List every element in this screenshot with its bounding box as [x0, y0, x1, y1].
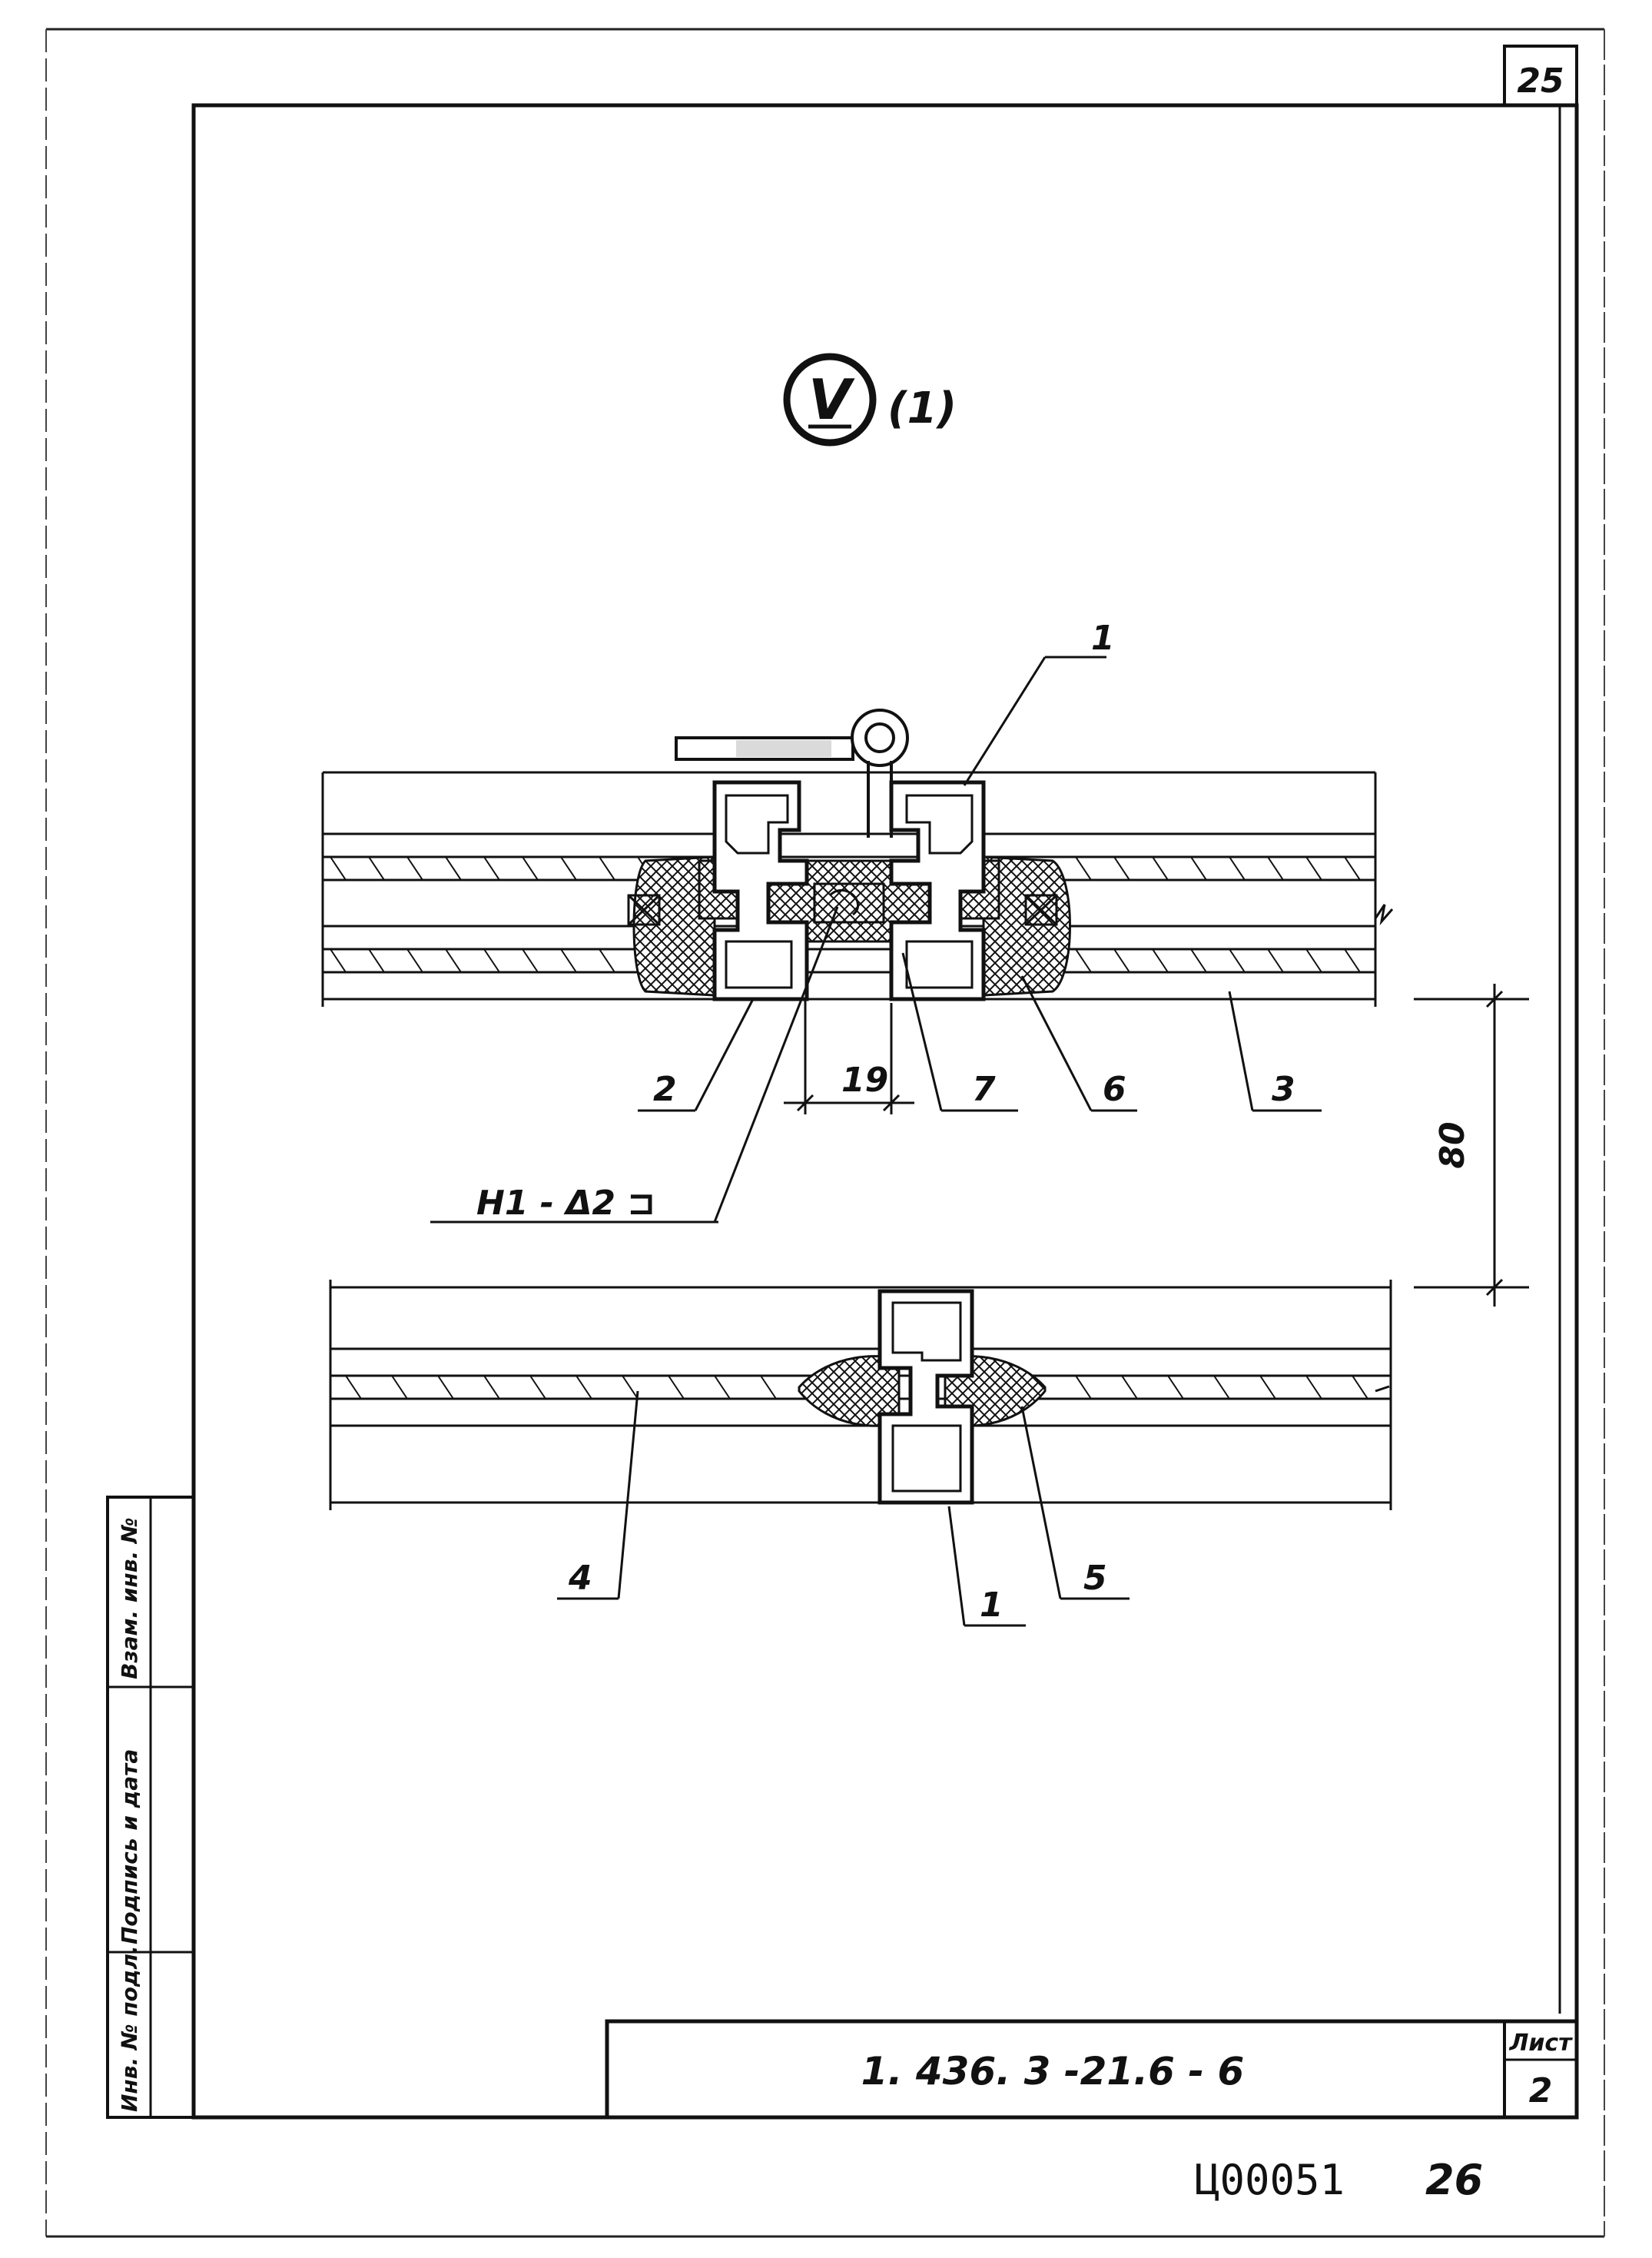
archive-stamp: Ц00051 26: [1195, 2156, 1483, 2204]
callout-7: 7: [972, 1070, 996, 1109]
corner-page-number: 25: [1517, 61, 1564, 101]
view-mark-letter: V: [808, 367, 855, 432]
stamp-replace-inv: Взам. инв. №: [117, 1517, 142, 1679]
inner-frame: [191, 103, 1579, 2120]
designation: 1. 436. 3 -21.6 - 6: [861, 2049, 1245, 2094]
archive-code: Ц00051: [1195, 2156, 1345, 2204]
callout-1-bottom: 1: [980, 1586, 1003, 1625]
dimension-80-text: 80: [1433, 1121, 1472, 1168]
view-mark: V (1): [783, 353, 957, 447]
list-number: 2: [1529, 2071, 1553, 2110]
callout-6: 6: [1103, 1070, 1126, 1109]
dimension-19: 19: [841, 1061, 888, 1100]
archive-page: 26: [1425, 2156, 1483, 2204]
stamp-inv-no: Инв. № подл.: [117, 1945, 142, 2112]
dimension-80: 80: [1414, 984, 1529, 1307]
side-stamp: Инв. № подл. Подпись и дата Взам. инв. №: [106, 1496, 195, 2119]
outer-border: [45, 28, 1605, 2238]
stamp-signature-date: Подпись и дата: [117, 1749, 142, 1944]
bottom-assembly: 4 1 5: [329, 1280, 1392, 1627]
callout-4: 4: [568, 1559, 592, 1598]
corner-page-box: 25: [1503, 45, 1578, 107]
callout-5: 5: [1083, 1559, 1107, 1598]
note-h1: H1 - Δ2 ⊐: [476, 1184, 655, 1223]
title-block: 1. 436. 3 -21.6 - 6 Лист 2: [605, 2019, 1579, 2120]
list-label: Лист: [1508, 2030, 1573, 2057]
callout-1-top: 1: [1091, 619, 1115, 658]
view-ref: (1): [887, 384, 957, 433]
top-assembly: 1 2 19 7 6 3 H1 - Δ2 ⊐: [321, 619, 1394, 1224]
callout-2: 2: [653, 1070, 677, 1109]
callout-3: 3: [1272, 1070, 1295, 1109]
